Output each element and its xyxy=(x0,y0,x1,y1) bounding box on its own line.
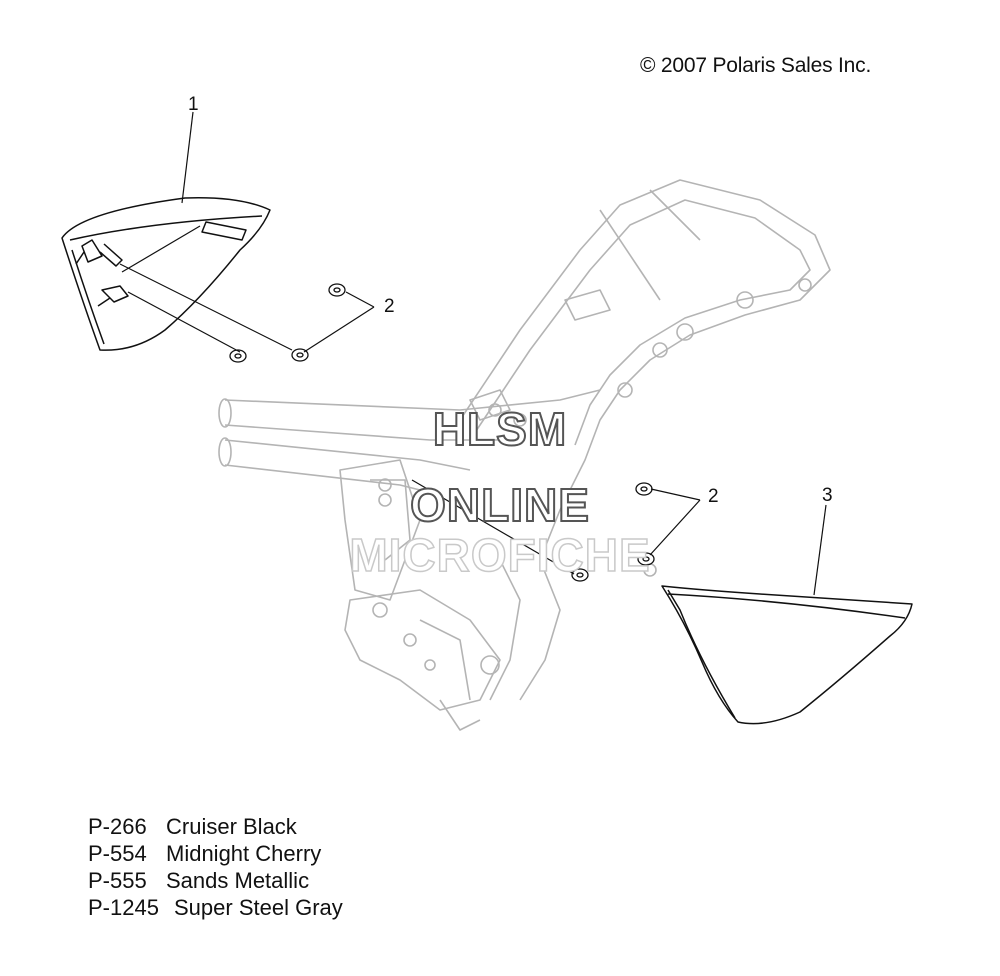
watermark-line3: MICROFICHE xyxy=(349,528,651,582)
watermark-line1: HLSM xyxy=(432,402,568,456)
legend-row: P-1245 Super Steel Gray xyxy=(88,894,343,921)
side-cover-left xyxy=(61,197,271,351)
callout-2-lower: 2 xyxy=(708,486,719,507)
legend-color-name: Sands Metallic xyxy=(166,868,310,893)
leader-lines xyxy=(119,111,827,596)
side-cover-right xyxy=(661,585,913,725)
legend-row: P-266 Cruiser Black xyxy=(88,813,343,840)
motorcycle-frame xyxy=(218,179,831,731)
legend-code: P-1245 xyxy=(88,895,159,920)
copyright-notice: © 2007 Polaris Sales Inc. xyxy=(640,54,872,77)
callout-3: 3 xyxy=(822,485,833,506)
legend-color-name: Midnight Cherry xyxy=(166,841,322,866)
callout-2-upper: 2 xyxy=(384,296,395,317)
legend-row: P-555 Sands Metallic xyxy=(88,867,343,894)
legend-code: P-266 xyxy=(88,814,147,839)
legend-row: P-554 Midnight Cherry xyxy=(88,840,343,867)
grommets xyxy=(229,283,655,582)
legend-code: P-554 xyxy=(88,841,147,866)
legend-code: P-555 xyxy=(88,868,147,893)
legend-color-name: Super Steel Gray xyxy=(174,895,343,920)
legend-color-name: Cruiser Black xyxy=(166,814,297,839)
callout-1: 1 xyxy=(188,94,199,115)
watermark-line2: ONLINE xyxy=(409,478,590,532)
